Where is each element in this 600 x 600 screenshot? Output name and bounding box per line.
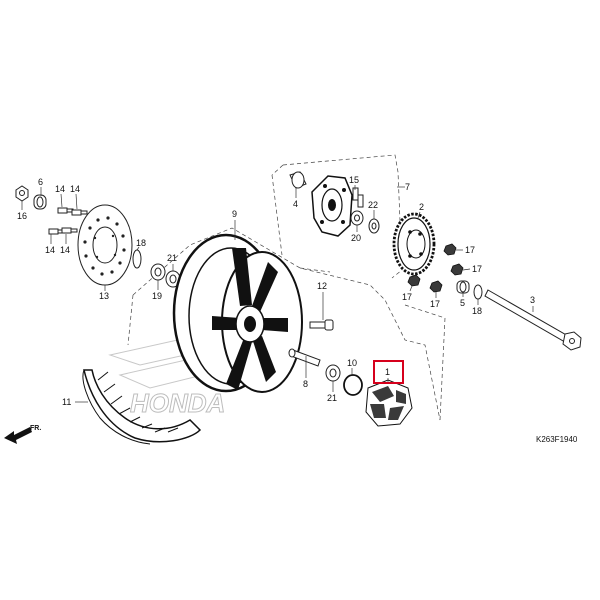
callout-2: 2 bbox=[419, 202, 424, 212]
callout-14c: 14 bbox=[45, 245, 55, 255]
diagram-code: K263F1940 bbox=[536, 435, 578, 444]
front-direction-arrow: FR. bbox=[4, 425, 41, 444]
part-tire bbox=[82, 369, 202, 445]
part-nuts-17 bbox=[407, 243, 464, 293]
part-rear-wheel bbox=[172, 233, 303, 393]
highlight-box bbox=[373, 360, 404, 384]
callout-1: 1 bbox=[385, 367, 390, 377]
part-brake-disc bbox=[77, 204, 133, 286]
callout-21b: 21 bbox=[327, 393, 337, 403]
part-bearing-left bbox=[150, 263, 166, 281]
callout-9: 9 bbox=[232, 209, 237, 219]
callout-17c: 17 bbox=[402, 292, 412, 302]
part-collar bbox=[33, 194, 47, 210]
part-bearing-21b bbox=[325, 364, 341, 382]
part-distance-collar bbox=[288, 348, 321, 367]
callout-19: 19 bbox=[152, 291, 162, 301]
part-dust-seal-22 bbox=[368, 218, 380, 234]
part-side-collar bbox=[456, 280, 470, 294]
callout-4: 4 bbox=[293, 199, 298, 209]
callout-20: 20 bbox=[351, 233, 361, 243]
callout-21a: 21 bbox=[167, 253, 177, 263]
assembly-outline-wheel bbox=[127, 227, 446, 421]
callout-12: 12 bbox=[317, 281, 327, 291]
leader-lines bbox=[21, 185, 534, 403]
callout-17a: 17 bbox=[465, 245, 475, 255]
callout-10: 10 bbox=[347, 358, 357, 368]
callout-14d: 14 bbox=[60, 245, 70, 255]
callout-22: 22 bbox=[368, 200, 378, 210]
callout-labels: 6 16 14 14 14 14 13 18 19 21 9 12 8 21 1… bbox=[17, 175, 535, 407]
part-dust-seal-right bbox=[473, 284, 483, 300]
callout-13: 13 bbox=[99, 291, 109, 301]
watermark-text: HONDA bbox=[130, 388, 225, 418]
callout-17b: 17 bbox=[472, 264, 482, 274]
part-dust-seal-left bbox=[132, 249, 142, 269]
part-wheel-damper bbox=[365, 379, 413, 427]
part-final-driven-flange bbox=[289, 171, 353, 237]
callout-11: 11 bbox=[62, 397, 71, 407]
part-sprocket bbox=[392, 212, 436, 276]
callout-3: 3 bbox=[530, 295, 535, 305]
callout-14a: 14 bbox=[55, 184, 65, 194]
callout-17d: 17 bbox=[430, 299, 440, 309]
assembly-outline-hub bbox=[271, 154, 403, 279]
part-bearing-20 bbox=[350, 210, 364, 226]
direction-label: FR. bbox=[30, 425, 41, 432]
callout-14b: 14 bbox=[70, 184, 80, 194]
callout-18b: 18 bbox=[472, 306, 482, 316]
part-stud-bolts bbox=[352, 187, 364, 208]
callout-5: 5 bbox=[460, 298, 465, 308]
part-o-ring bbox=[343, 374, 363, 396]
part-bolt-12 bbox=[309, 319, 334, 331]
callout-8: 8 bbox=[303, 379, 308, 389]
callout-6: 6 bbox=[38, 177, 43, 187]
part-rear-axle bbox=[484, 289, 582, 351]
callout-18a: 18 bbox=[136, 238, 146, 248]
part-bolts-disc bbox=[48, 207, 88, 235]
callout-7: 7 bbox=[405, 182, 410, 192]
part-nut bbox=[15, 185, 29, 202]
callout-16: 16 bbox=[17, 211, 27, 221]
callout-15: 15 bbox=[349, 175, 359, 185]
